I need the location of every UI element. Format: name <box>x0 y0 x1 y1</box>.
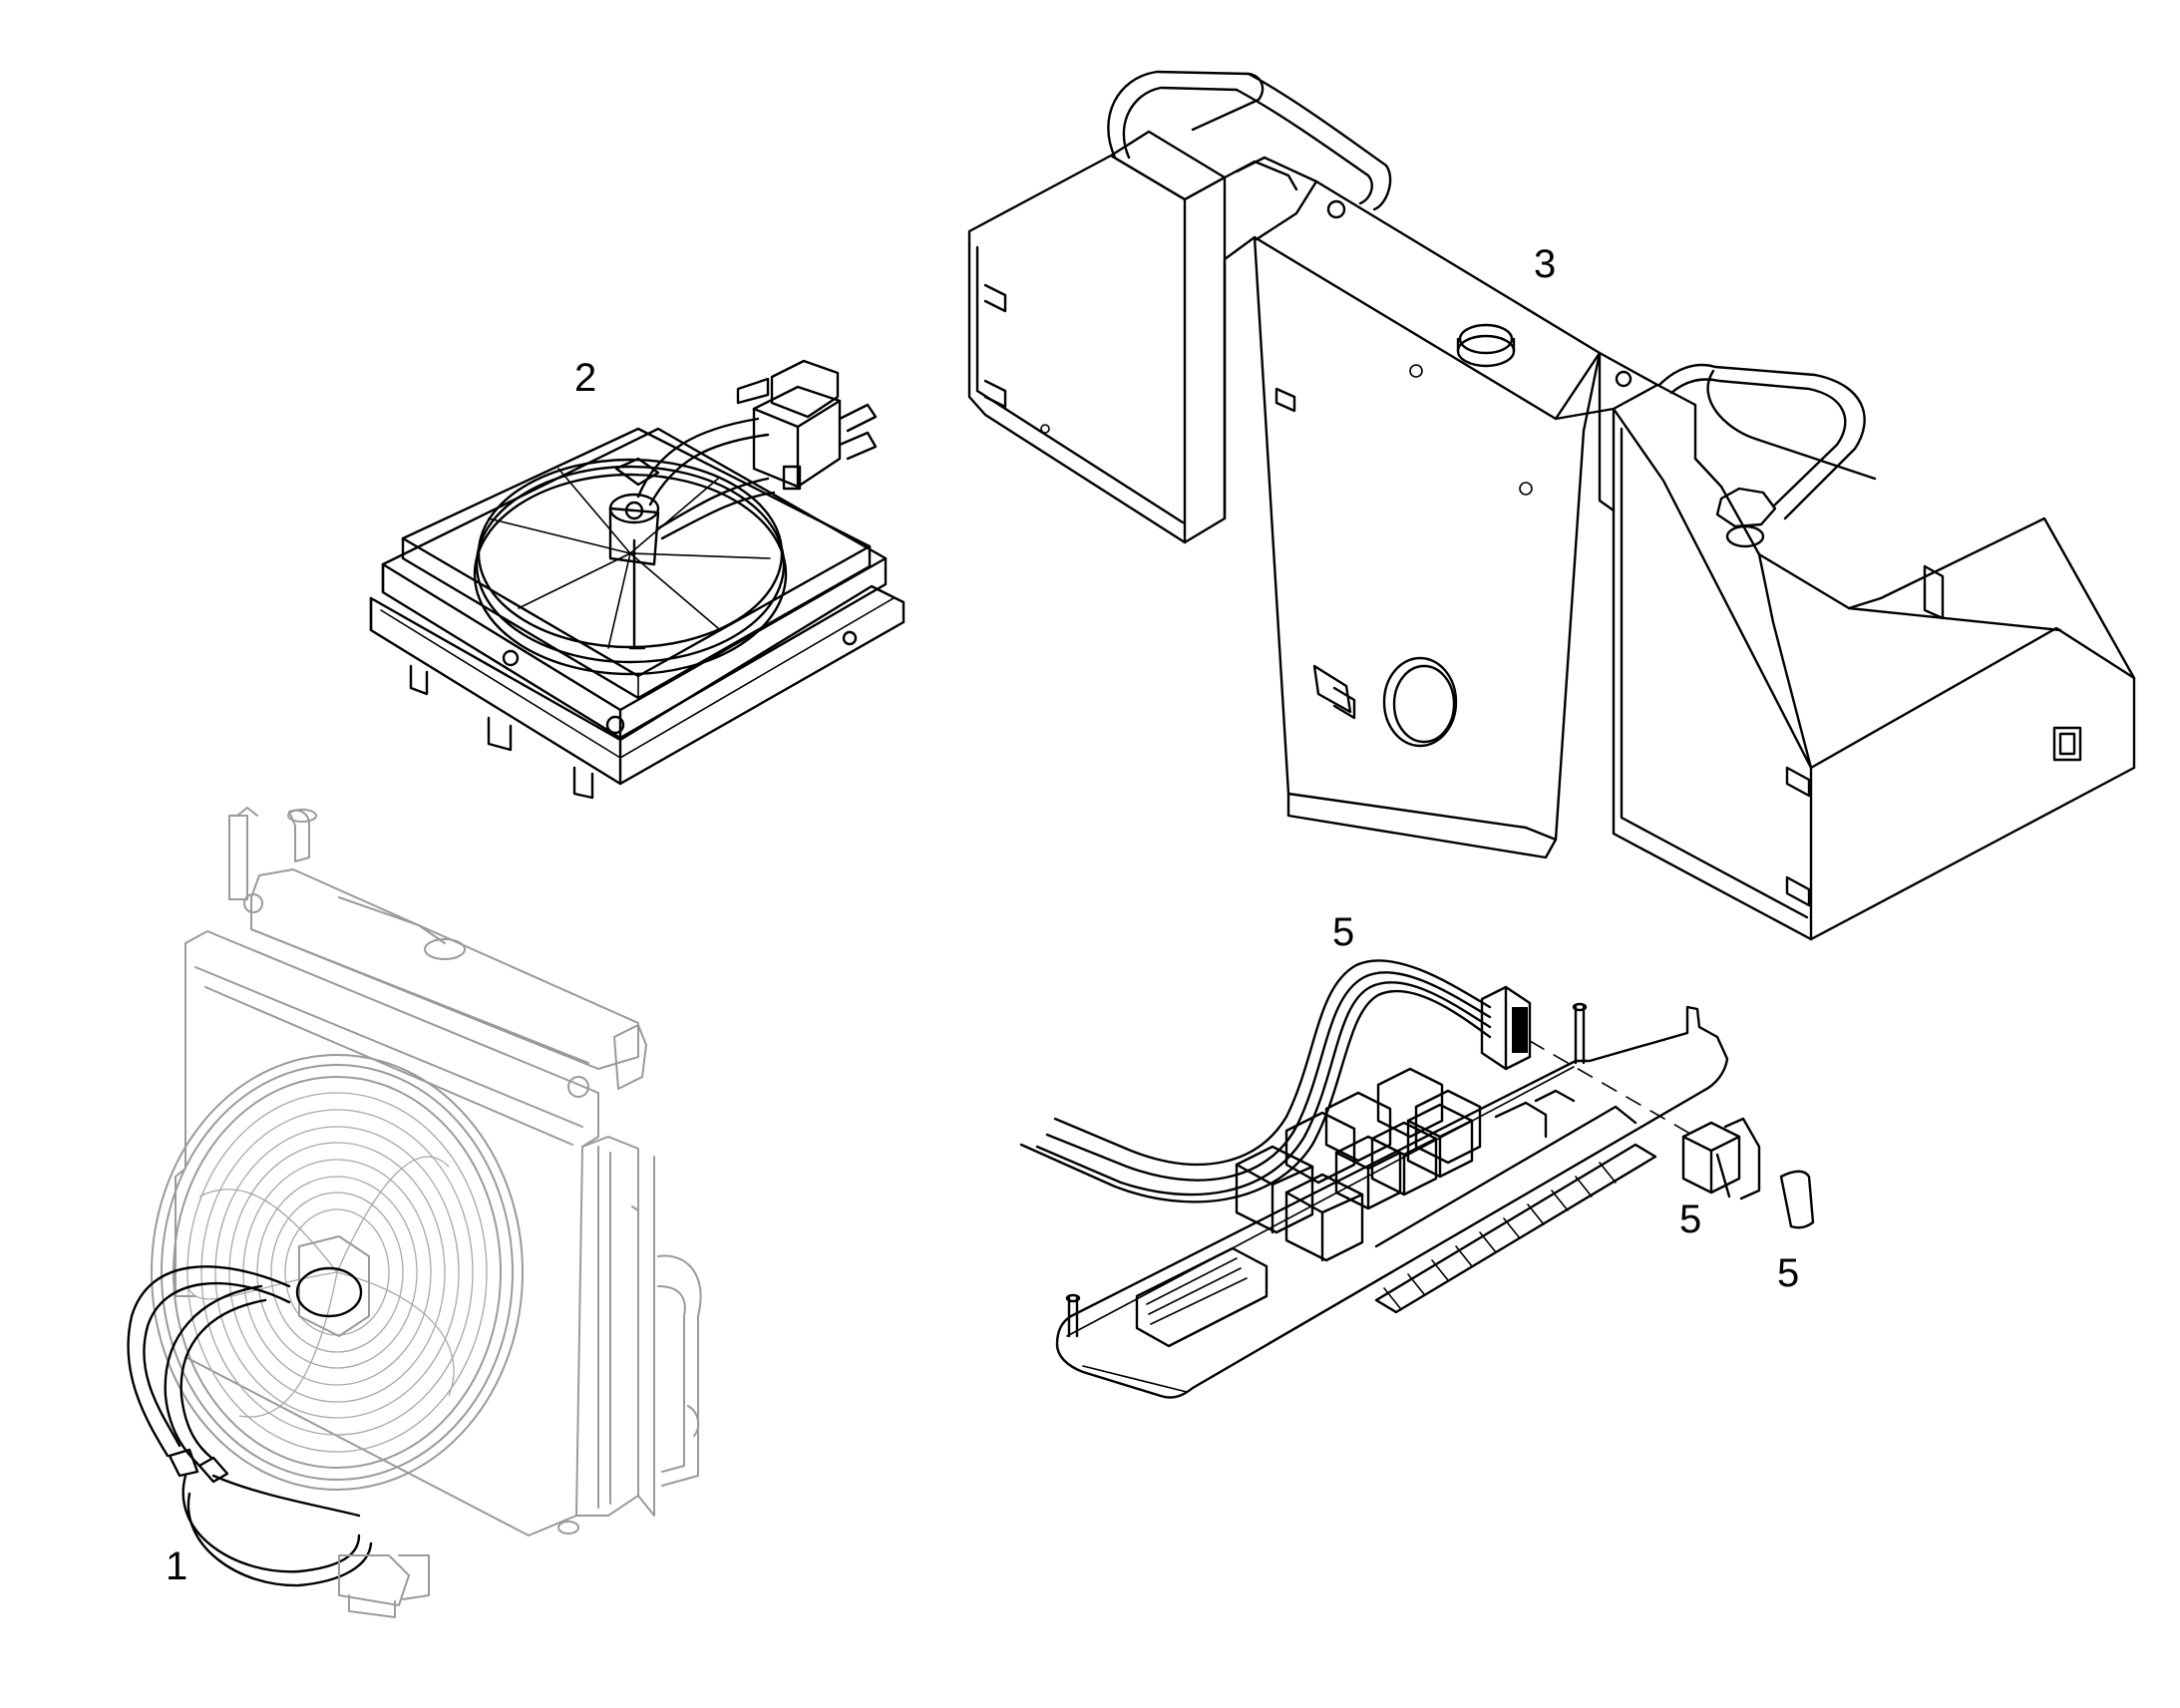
wiring-harness-drawing <box>1019 959 1815 1399</box>
tank-assembly-drawing <box>967 70 2136 941</box>
callout-1: 1 <box>166 1544 187 1588</box>
cooler-unit-drawing <box>369 359 906 800</box>
fan-radiator-drawing <box>127 807 702 1618</box>
callout-5-cap: 5 <box>1777 1251 1799 1295</box>
callout-5-switch: 5 <box>1679 1197 1701 1241</box>
callout-5-harness: 5 <box>1332 910 1354 954</box>
callout-2: 2 <box>574 356 596 400</box>
callout-3: 3 <box>1534 242 1556 286</box>
